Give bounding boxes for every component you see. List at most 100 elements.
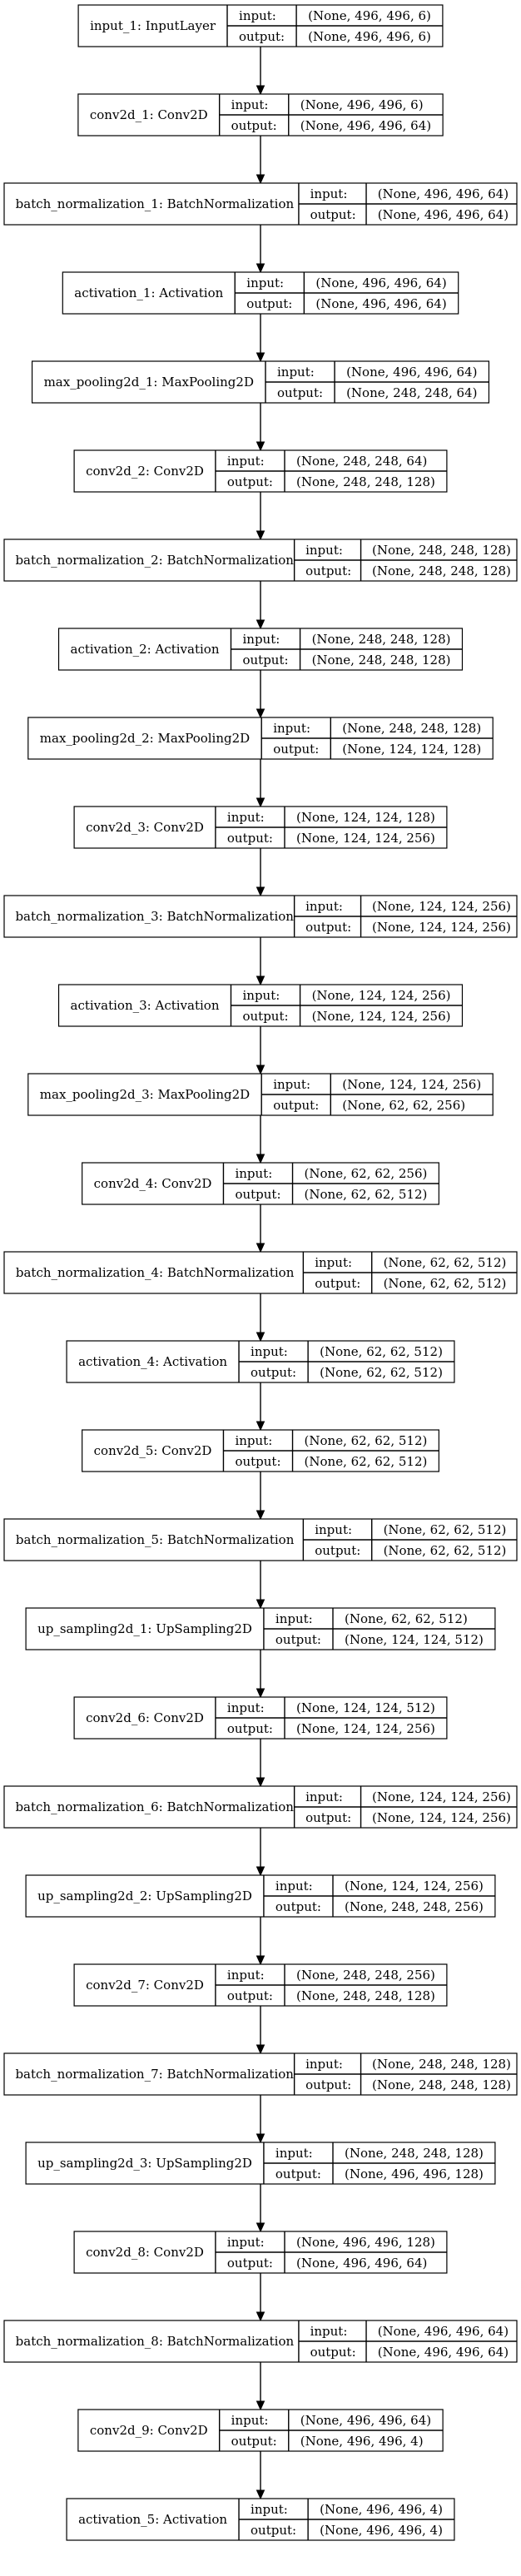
layer-node: batch_normalization_8: BatchNormalizatio… xyxy=(3,2320,518,2363)
layer-node: batch_normalization_2: BatchNormalizatio… xyxy=(3,539,518,582)
layer-name: conv2d_1: Conv2D xyxy=(90,107,208,122)
output-label: output: xyxy=(227,2256,273,2271)
layer-name: batch_normalization_8: BatchNormalizatio… xyxy=(16,2334,295,2349)
output-shape: (None, 62, 62, 512) xyxy=(320,1365,443,1380)
input-label: input: xyxy=(273,1077,310,1092)
output-shape: (None, 496, 496, 64) xyxy=(378,2345,509,2360)
output-shape: (None, 496, 496, 64) xyxy=(296,2256,427,2271)
input-label: input: xyxy=(227,1968,265,1983)
input-shape: (None, 124, 124, 128) xyxy=(296,810,435,825)
input-label: input: xyxy=(305,899,343,914)
output-shape: (None, 496, 496, 64) xyxy=(300,118,431,133)
output-label: output: xyxy=(273,1098,319,1113)
input-shape: (None, 62, 62, 512) xyxy=(305,1433,428,1448)
output-label: output: xyxy=(227,831,273,846)
connection-arrow xyxy=(256,670,265,719)
layer-node: activation_1: Activationinput:output:(No… xyxy=(62,271,459,315)
input-label: input: xyxy=(246,275,284,290)
output-shape: (None, 124, 124, 128) xyxy=(342,742,481,757)
arrow-head xyxy=(256,1955,265,1966)
layer-name: conv2d_9: Conv2D xyxy=(90,2423,208,2438)
layer-name: input_1: InputLayer xyxy=(90,18,216,33)
arrow-head xyxy=(256,1154,265,1164)
output-label: output: xyxy=(275,1899,321,1914)
arrow-head xyxy=(256,2311,265,2322)
output-shape: (None, 62, 62, 512) xyxy=(305,1187,428,1202)
layer-name: conv2d_4: Conv2D xyxy=(94,1176,212,1191)
layer-node: max_pooling2d_3: MaxPooling2D input: outpu… xyxy=(27,1073,494,1116)
connection-arrow xyxy=(256,47,265,96)
input-label: input: xyxy=(227,2235,265,2250)
input-shape: (None, 62, 62, 512) xyxy=(384,1522,507,1537)
connection-arrow xyxy=(256,2184,265,2233)
arrow-head xyxy=(256,2044,265,2055)
connection-arrow xyxy=(256,2273,265,2322)
layer-name: max_pooling2d_2: MaxPooling2D xyxy=(40,731,250,746)
input-shape: (None, 124, 124, 256) xyxy=(342,1077,481,1092)
edges xyxy=(256,47,265,2500)
connection-arrow xyxy=(256,759,265,808)
output-shape: (None, 496, 496, 4) xyxy=(300,2434,424,2449)
layer-name: up_sampling2d_2: UpSampling2D xyxy=(37,1889,252,1903)
input-shape: (None, 496, 496, 128) xyxy=(296,2235,435,2250)
connection-arrow xyxy=(256,1026,265,1075)
input-shape: (None, 124, 124, 256) xyxy=(372,899,511,914)
connection-arrow xyxy=(256,1472,265,1521)
output-label: output: xyxy=(310,207,356,222)
output-shape: (None, 496, 496, 64) xyxy=(378,207,509,222)
arrow-head xyxy=(256,1777,265,1788)
arrow-head xyxy=(256,1065,265,1075)
output-shape: (None, 248, 248, 128) xyxy=(312,653,451,668)
layer-node: batch_normalization_7: BatchNormalizatio… xyxy=(3,2052,518,2096)
input-label: input: xyxy=(227,454,265,469)
arrow-head xyxy=(256,352,265,363)
layer-node: batch_normalization_3: BatchNormalizatio… xyxy=(3,895,518,938)
arrow-head xyxy=(256,1243,265,1253)
input-shape: (None, 124, 124, 256) xyxy=(372,1789,511,1804)
layer-node: batch_normalization_6: BatchNormalizatio… xyxy=(3,1785,518,1829)
output-shape: (None, 124, 124, 256) xyxy=(296,1721,435,1736)
layer-node: batch_normalization_4: BatchNormalizatio… xyxy=(3,1251,518,1294)
output-shape: (None, 124, 124, 256) xyxy=(372,920,511,935)
arrow-head xyxy=(256,975,265,986)
connection-arrow xyxy=(256,937,265,986)
input-shape: (None, 248, 248, 128) xyxy=(312,632,451,647)
input-shape: (None, 248, 248, 128) xyxy=(372,2057,511,2072)
input-shape: (None, 124, 124, 256) xyxy=(312,988,451,1003)
output-shape: (None, 248, 248, 128) xyxy=(372,563,511,578)
input-label: input: xyxy=(310,2324,348,2339)
layer-name: batch_normalization_2: BatchNormalizatio… xyxy=(15,553,294,568)
input-shape: (None, 496, 496, 4) xyxy=(320,2502,443,2517)
connection-arrow xyxy=(256,1917,265,1966)
input-label: input: xyxy=(305,1789,343,1804)
input-label: input: xyxy=(235,1166,272,1181)
output-label: output: xyxy=(231,118,277,133)
output-label: output: xyxy=(231,2434,277,2449)
connection-arrow xyxy=(256,1115,265,1164)
connection-arrow xyxy=(256,2006,265,2055)
input-label: input: xyxy=(242,632,280,647)
output-shape: (None, 62, 62, 512) xyxy=(384,1276,507,1291)
arrow-head xyxy=(256,2222,265,2233)
layer-name: activation_3: Activation xyxy=(71,998,220,1013)
layer-name: max_pooling2d_3: MaxPooling2D xyxy=(40,1087,250,1102)
arrow-head xyxy=(256,1332,265,1343)
arrow-head xyxy=(256,2133,265,2144)
arrow-head xyxy=(256,441,265,452)
layer-name: batch_normalization_3: BatchNormalizatio… xyxy=(15,909,294,924)
input-shape: (None, 496, 496, 6) xyxy=(300,97,424,112)
arrow-head xyxy=(256,1599,265,1610)
input-label: input: xyxy=(251,2502,288,2517)
layer-node: up_sampling2d_3: UpSampling2Dinput:outpu… xyxy=(25,2142,496,2185)
output-label: output: xyxy=(235,1454,280,1469)
layer-name: conv2d_7: Conv2D xyxy=(86,1978,204,1993)
arrow-head xyxy=(256,530,265,541)
input-label: input: xyxy=(277,365,315,380)
output-label: output: xyxy=(227,474,273,489)
layer-name: batch_normalization_6: BatchNormalizatio… xyxy=(15,1799,294,1814)
output-label: output: xyxy=(227,1988,273,2003)
connection-arrow xyxy=(256,1828,265,1877)
input-label: input: xyxy=(305,2057,343,2072)
